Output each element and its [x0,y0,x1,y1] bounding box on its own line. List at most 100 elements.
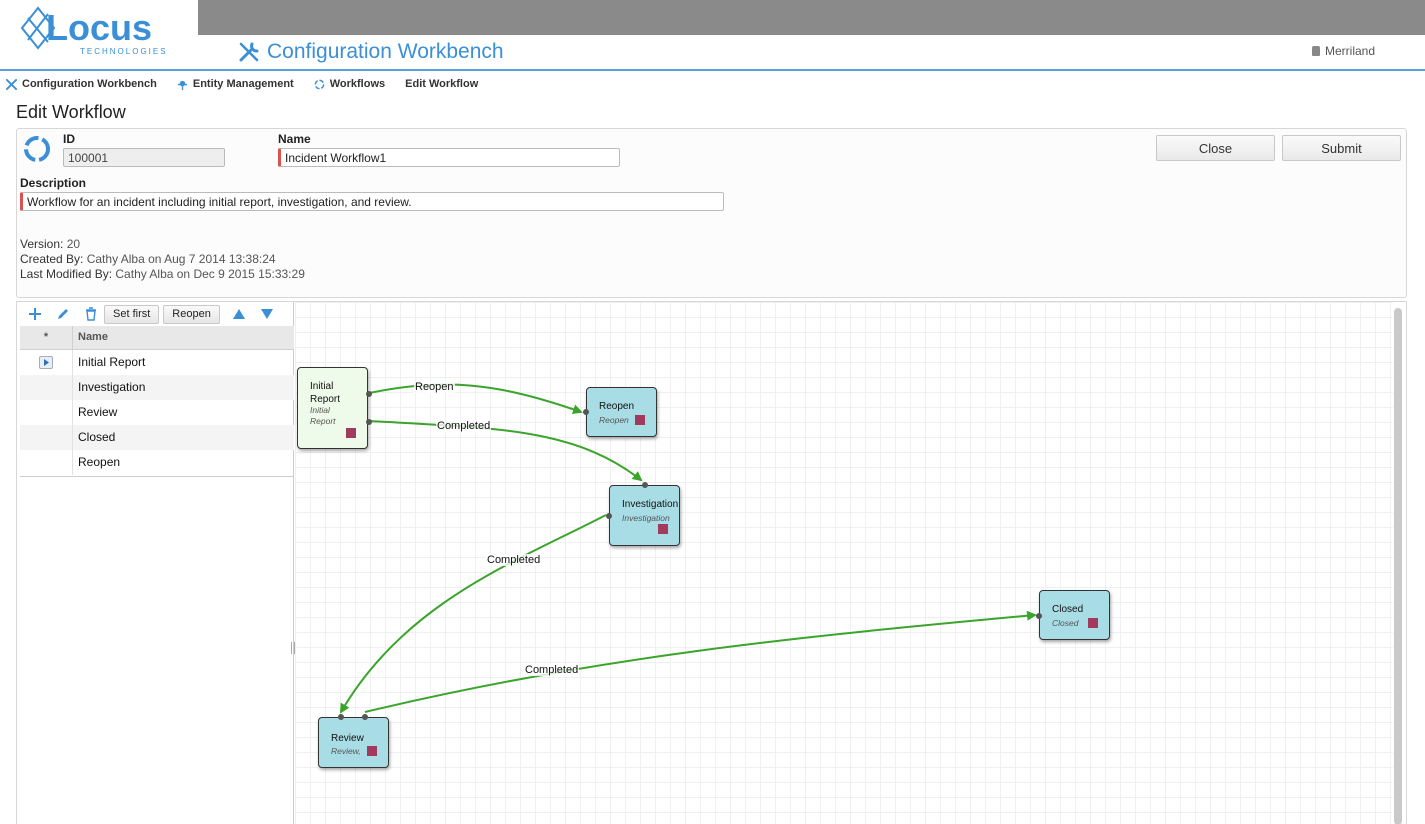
column-header-first[interactable]: * [43,331,49,343]
logo-subtext: TECHNOLOGIES [80,47,168,56]
node-subtitle: Investigation [622,513,670,523]
edge-label-investigation-review[interactable]: Completed [486,554,542,566]
state-name: Investigation [78,380,146,394]
node-subtitle: Closed [1052,618,1079,628]
version-value: 20 [66,237,81,251]
node-color-icon [1088,618,1098,628]
port[interactable] [606,513,612,519]
wrench-icon [6,78,17,90]
page-title: Edit Workflow [16,102,126,122]
app-title: Configuration Workbench [237,39,504,65]
node-review[interactable]: Review Review, [318,714,389,768]
canvas-scrollbar[interactable] [1394,308,1402,824]
edge-initial-reopen [368,383,583,415]
workflow-icon [24,136,50,162]
version-label: Version: [20,237,64,251]
id-field: 100001 [63,148,225,167]
edge-label-review-closed[interactable]: Completed [524,664,580,676]
user-menu[interactable]: Merriland [1311,44,1375,58]
table-row[interactable]: Initial Report [20,350,294,375]
port[interactable] [338,714,344,720]
workflow-editor: Set first Reopen * Name [16,301,1407,824]
add-icon[interactable] [27,306,43,322]
node-title: Investigation [622,499,679,510]
edit-pencil-icon[interactable] [55,306,71,322]
breadcrumb-label: Workflows [329,78,386,90]
panel-splitter[interactable] [291,642,295,654]
modified-value: Cathy Alba on Dec 9 2015 15:33:29 [115,267,305,281]
edge-investigation-review [339,514,607,714]
submit-button[interactable]: Submit [1282,135,1401,161]
breadcrumb-configuration-workbench[interactable]: Configuration Workbench [6,78,157,90]
trash-icon[interactable] [83,306,99,322]
workflow-info-panel: ID 100001 Name Incident Workflow1 Close … [16,128,1407,298]
version-info: Version: 20 [20,237,80,251]
move-down-icon[interactable] [259,306,275,322]
node-subtitle: Review, [331,746,361,756]
breadcrumb-label: Entity Management [192,78,294,90]
port[interactable] [1036,613,1042,619]
close-button[interactable]: Close [1156,135,1275,161]
breadcrumb-label: Edit Workflow [405,78,479,90]
locus-logo[interactable]: Locus TECHNOLOGIES [18,0,178,62]
user-icon [1311,46,1320,56]
created-label: Created By: [20,252,84,266]
port[interactable] [366,419,372,425]
modified-info: Last Modified By: Cathy Alba on Dec 9 20… [20,267,305,281]
grid-header: * Name [20,326,294,350]
workflow-edges [339,383,1037,714]
state-list-panel: Set first Reopen * Name [20,302,295,824]
name-label: Name [278,132,311,146]
node-title: Closed [1052,604,1084,615]
name-field[interactable]: Incident Workflow1 [278,148,620,167]
edge-initial-investigation [368,420,643,482]
table-row[interactable]: Review [20,400,294,425]
node-closed[interactable]: Closed Closed [1036,590,1110,640]
column-header-name[interactable]: Name [78,331,108,343]
port[interactable] [362,714,368,720]
modified-label: Last Modified By: [20,267,113,281]
state-toolbar: Set first Reopen [20,302,294,326]
port[interactable] [583,409,589,415]
description-label: Description [20,176,87,190]
breadcrumb: Configuration Workbench Entity Managemen… [0,73,492,95]
node-title: Review [331,733,364,744]
port[interactable] [366,391,372,397]
state-name: Reopen [78,455,121,469]
first-state-icon [39,356,53,369]
top-bar [198,0,1425,35]
state-grid: Initial Report Investigation Review Clos… [20,350,294,475]
id-label: ID [63,132,75,146]
set-first-button[interactable]: Set first [104,304,160,324]
node-color-icon [367,746,377,756]
created-value: Cathy Alba on Aug 7 2014 13:38:24 [86,252,276,266]
move-up-icon[interactable] [231,306,247,322]
edge-label-initial-reopen[interactable]: Reopen [414,381,455,393]
app-title-text: Configuration Workbench [267,40,504,63]
logo-text: Locus [46,7,152,48]
workflow-icon [314,79,325,89]
description-field[interactable]: Workflow for an incident including initi… [20,192,724,211]
breadcrumb-entity-management[interactable]: Entity Management [177,78,294,90]
edge-label-initial-investigation[interactable]: Completed [436,420,492,432]
table-row[interactable]: Closed [20,425,294,450]
node-subtitle: Reopen [599,415,629,425]
node-reopen[interactable]: Reopen Reopen [583,387,657,437]
breadcrumb-label: Configuration Workbench [22,78,157,90]
breadcrumb-edit-workflow[interactable]: Edit Workflow [405,78,478,90]
node-subtitle: Initial Report [310,405,336,426]
breadcrumb-workflows[interactable]: Workflows [314,78,385,90]
node-investigation[interactable]: Investigation Investigation [606,482,680,546]
reopen-button[interactable]: Reopen [163,304,220,324]
table-row[interactable]: Reopen [20,450,294,475]
node-color-icon [658,524,668,534]
entity-icon [177,80,187,90]
table-row[interactable]: Investigation [20,375,294,400]
state-name: Closed [78,430,116,444]
state-name: Review [78,405,118,419]
workflow-diagram-canvas[interactable]: Reopen Completed Completed Completed Ini… [295,302,1393,824]
wrench-icon [239,42,259,62]
port[interactable] [642,482,648,488]
edge-review-closed [364,610,1037,713]
node-initial-report[interactable]: Initial Report Initial Report [297,367,372,449]
